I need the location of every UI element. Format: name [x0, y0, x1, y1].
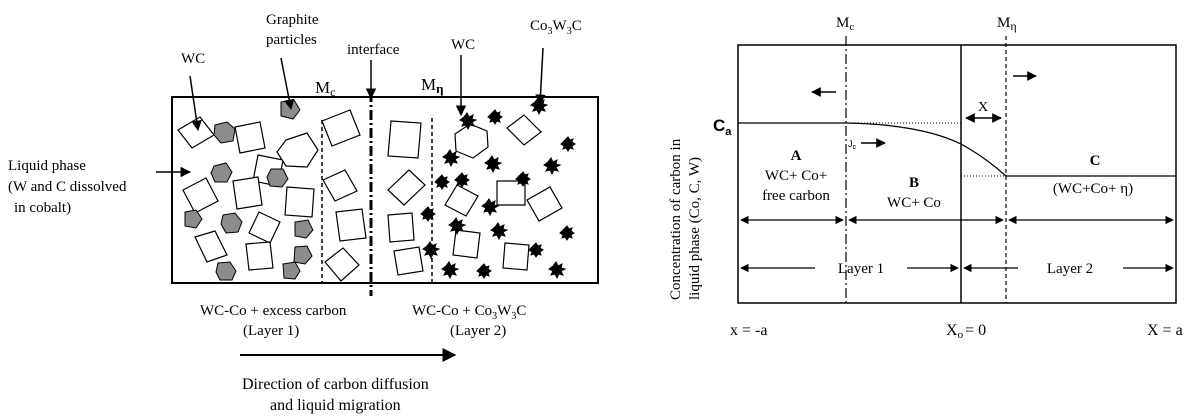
ca-label: Ca — [713, 116, 732, 138]
region-b-letter: B — [909, 175, 919, 191]
region-a-line1: WC+ Co+ — [765, 168, 827, 184]
direction-caption-line2: and liquid migration — [270, 397, 401, 414]
microstructure-panel: WC Graphite particles interface Mc Mη WC… — [8, 12, 599, 414]
graphite-label-line1: Graphite — [266, 12, 319, 28]
co3w3c-label: Co3W3C — [530, 18, 582, 37]
y-axis-label-line2: liquid phase (Co, C, W) — [687, 157, 703, 300]
y-axis-label-line1: Concentration of carbon in — [668, 138, 684, 300]
x-distance-label: X — [978, 100, 988, 115]
layer1-caption-line2: (Layer 1) — [243, 323, 299, 339]
region-c-line1: (WC+Co+ η) — [1053, 181, 1133, 197]
wc-left-label: WC — [181, 51, 205, 67]
meta-label: Mη — [997, 15, 1017, 33]
layer2-caption-line1: WC-Co + Co3W3C — [412, 303, 526, 322]
graphite-particles — [184, 99, 314, 281]
region-a-line2: free carbon — [762, 188, 830, 204]
wc-right-label: WC — [451, 37, 475, 53]
layer1-label: Layer 1 — [838, 261, 884, 277]
layer2-caption-line2: (Layer 2) — [450, 323, 506, 339]
graphite-pointer — [280, 57, 295, 111]
graphite-label-line2: particles — [266, 32, 317, 48]
wc-particles-layer2 — [387, 114, 563, 276]
eta-phase-particles — [420, 97, 576, 280]
region-c-letter: C — [1090, 153, 1101, 169]
profile-box — [737, 44, 1177, 304]
x-right-label: X = a — [1147, 322, 1183, 339]
specimen-box — [171, 96, 599, 284]
liquid-label-line1: Liquid phase — [8, 158, 86, 174]
layer2-label: Layer 2 — [1047, 261, 1093, 277]
concentration-profile-panel: Concentration of carbon in liquid phase … — [668, 15, 1183, 341]
direction-caption-line1: Direction of carbon diffusion — [242, 376, 429, 393]
concentration-curve — [738, 122, 1176, 177]
liquid-label-line2: (W and C dissolved — [8, 179, 127, 195]
co3w3c-pointer — [535, 47, 546, 106]
meta-label: Mη — [421, 75, 444, 96]
wc-left-pointer — [189, 75, 202, 132]
interface-label: interface — [347, 42, 400, 58]
x0-label: Xo= 0 — [946, 322, 986, 341]
layer1-caption-line1: WC-Co + excess carbon — [200, 303, 347, 319]
x-left-label: x = -a — [730, 322, 767, 339]
region-a-letter: A — [791, 148, 802, 164]
mc-label: Mc — [836, 15, 854, 33]
region-b-line1: WC+ Co — [887, 195, 941, 211]
liquid-label-line3: in cobalt) — [14, 200, 71, 216]
mc-label: Mc — [315, 78, 335, 99]
jc-label: Jc — [848, 139, 857, 151]
wc-particles-layer1 — [177, 109, 367, 282]
